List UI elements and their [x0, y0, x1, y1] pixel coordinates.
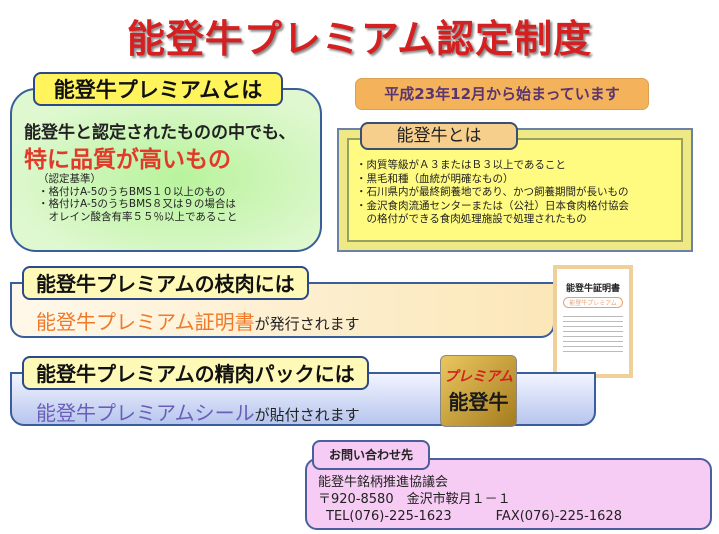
- contact-address: 〒920-8580 金沢市鞍月１－１: [318, 492, 511, 507]
- criteria-item: ・格付けA-5のうちBMS１０以上のもの: [38, 185, 226, 198]
- pack-text: 能登牛プレミアムシールが貼付されます: [36, 397, 360, 426]
- premium-seal-image: プレミアム 能登牛: [440, 355, 517, 427]
- criteria-item: オレイン酸含有率５５％以上であること: [38, 210, 238, 223]
- noto-heading: 能登牛とは: [360, 122, 518, 150]
- certificate-image: 能登牛証明書 能登牛プレミアム: [553, 265, 633, 378]
- certificate-subtitle: 能登牛プレミアム: [563, 297, 623, 308]
- noto-item: の格付ができる食肉処理施設で処理されたもの: [356, 213, 587, 225]
- contact-tel: TEL(076)-225-1623: [326, 509, 452, 524]
- start-date-banner: 平成23年12月から始まっています: [355, 78, 649, 110]
- carcass-suffix: が発行されます: [254, 315, 360, 333]
- page-title: 能登牛プレミアム認定制度: [126, 17, 593, 61]
- pack-heading: 能登牛プレミアムの精肉パックには: [22, 356, 369, 390]
- contact-fax: FAX(076)-225-1628: [495, 509, 622, 524]
- criteria-item: ・格付けA-5のうちBMS８又は９の場合は: [38, 198, 236, 210]
- noto-item: ・黒毛和種（血統が明確なもの）: [356, 172, 514, 185]
- premium-line2: 特に品質が高いもの: [24, 147, 231, 173]
- pack-suffix: が貼付されます: [254, 406, 360, 424]
- certificate-title: 能登牛証明書: [565, 284, 620, 294]
- contact-info: 能登牛銘柄推進協議会 〒920-8580 金沢市鞍月１－１ TEL(076)-2…: [318, 474, 622, 525]
- noto-item: ・石川県内が最終飼養地であり、かつ飼養期間が長いもの: [356, 186, 629, 198]
- premium-criteria: （認定基準） ・格付けA-5のうちBMS１０以上のもの ・格付けA-5のうちBM…: [38, 173, 237, 223]
- contact-heading: お問い合わせ先: [312, 440, 430, 470]
- premium-line1: 能登牛と認定されたものの中でも、: [24, 123, 296, 143]
- seal-line2: 能登牛: [448, 390, 509, 414]
- certificate-name: 能登牛プレミアム証明書: [36, 310, 255, 334]
- noto-item: ・金沢食肉流通センターまたは（公社）日本食肉格付協会: [356, 199, 629, 212]
- premium-heading: 能登牛プレミアムとは: [33, 72, 283, 106]
- contact-box: [305, 458, 712, 530]
- seal-name: 能登牛プレミアムシール: [36, 401, 255, 425]
- carcass-heading: 能登牛プレミアムの枝肉には: [22, 266, 309, 300]
- contact-org: 能登牛銘柄推進協議会: [318, 475, 449, 490]
- seal-line1: プレミアム: [443, 369, 514, 385]
- noto-item: ・肉質等級がＡ３またはＢ３以上であること: [356, 159, 566, 171]
- noto-criteria: ・肉質等級がＡ３またはＢ３以上であること ・黒毛和種（血統が明確なもの） ・石川…: [356, 159, 629, 227]
- criteria-label: （認定基準）: [38, 173, 101, 185]
- carcass-text: 能登牛プレミアム証明書が発行されます: [36, 306, 360, 335]
